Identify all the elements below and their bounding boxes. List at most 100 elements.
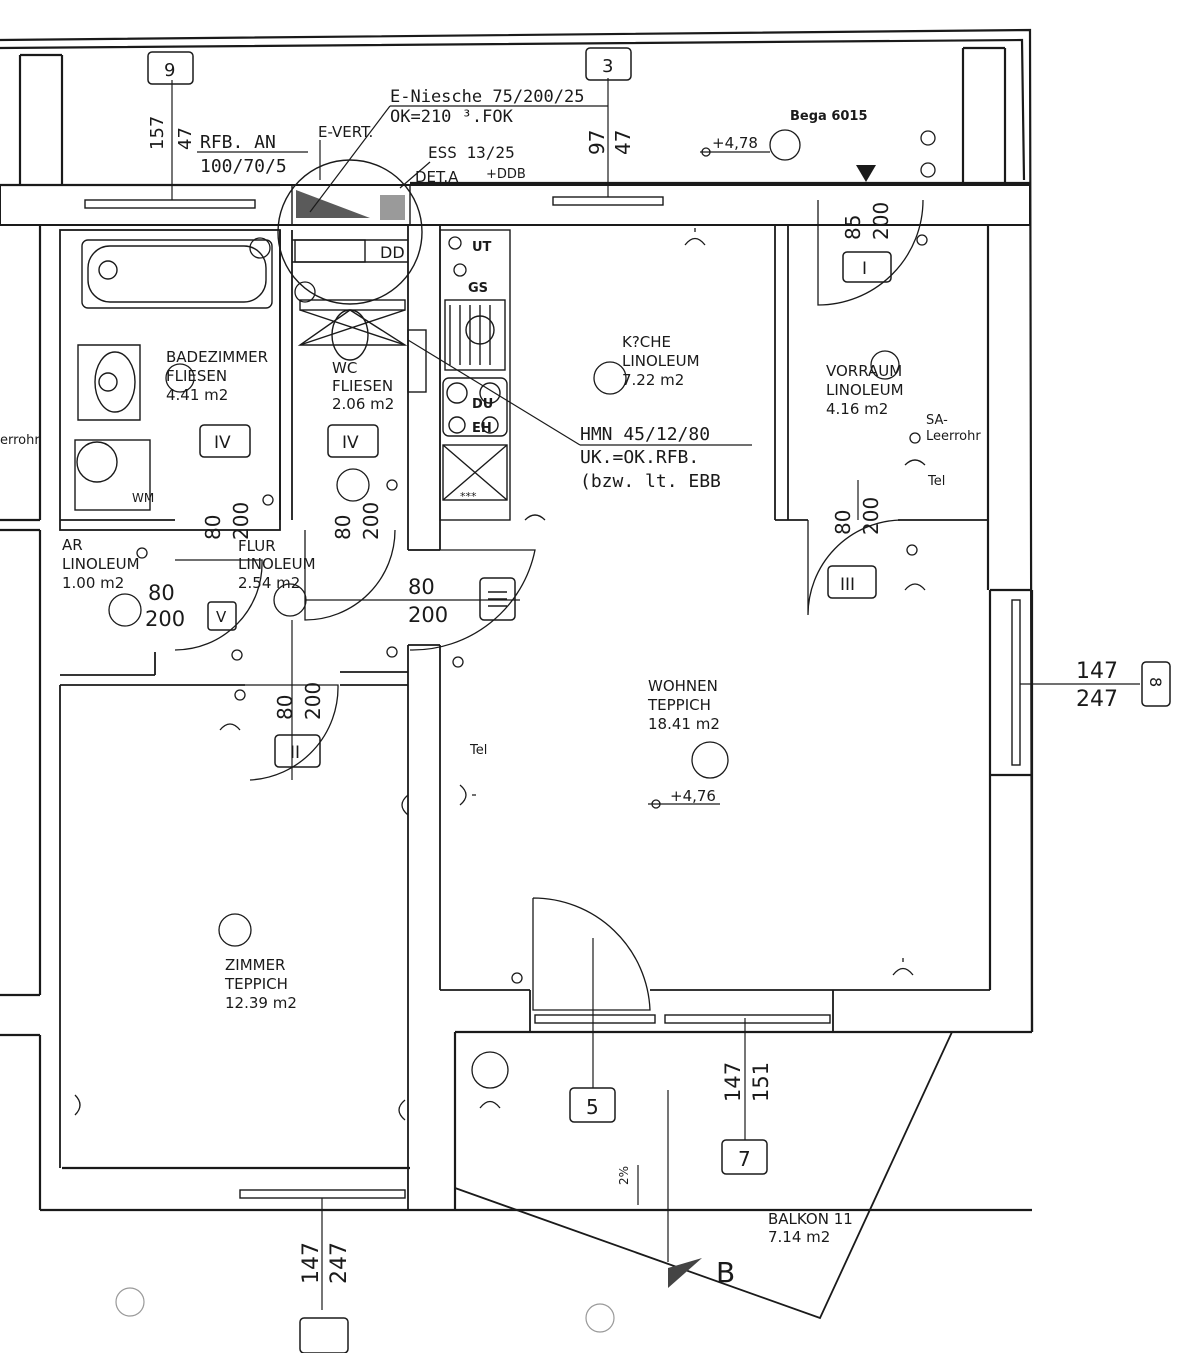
annotations: E-Niesche 75/200/25 OK=210 ³.FOK E-VERT.… [0, 87, 981, 1289]
svg-text:***: *** [460, 490, 477, 503]
svg-text:7.14 m2: 7.14 m2 [768, 1228, 830, 1246]
door-arc-balcony [532, 897, 651, 1011]
kitchen-counter [439, 229, 511, 521]
svg-text:147: 147 [299, 1242, 324, 1284]
door-arc-zimmer [245, 684, 339, 781]
svg-text:47: 47 [611, 130, 635, 155]
wc-cistern [299, 299, 406, 311]
svg-text:E-Niesche 75/200/25: E-Niesche 75/200/25 [390, 87, 584, 107]
room-label-wc: WC FLIESEN 2.06 m2 [332, 359, 394, 413]
svg-text:80: 80 [831, 510, 855, 535]
svg-text:Tel: Tel [927, 474, 945, 489]
section-marker [668, 1258, 702, 1288]
room-label-flur: FLUR LINOLEUM 2.54 m2 [238, 537, 316, 592]
svg-text:Leerrohr: Leerrohr [926, 429, 981, 444]
svg-text:HMN 45/12/80: HMN 45/12/80 [580, 424, 710, 445]
svg-text:OK=210 ³.FOK: OK=210 ³.FOK [390, 107, 514, 127]
svg-text:200: 200 [869, 202, 893, 240]
svg-text:E-VERT.: E-VERT. [318, 123, 373, 141]
door-ar: 80 200 V [145, 581, 227, 631]
svg-text:80: 80 [273, 695, 297, 720]
svg-text:BALKON 11: BALKON 11 [768, 1210, 853, 1228]
door-swings [174, 199, 924, 1011]
svg-text:+DDB: +DDB [486, 167, 526, 182]
svg-text:80: 80 [408, 575, 435, 599]
outer-walls [0, 28, 1034, 1212]
svg-text:+4,78: +4,78 [712, 134, 758, 152]
svg-text:4.16 m2: 4.16 m2 [826, 400, 888, 418]
svg-text:B: B [716, 1256, 735, 1289]
leader-lines [171, 78, 1140, 1310]
interior-walls [59, 225, 990, 1320]
svg-text:V: V [216, 608, 227, 626]
svg-text:2.06 m2: 2.06 m2 [332, 395, 394, 413]
svg-text:IV: IV [342, 433, 359, 453]
door-zimmer: 80 200 II [273, 682, 325, 763]
svg-text:DET.A: DET.A [415, 168, 459, 186]
door-arc-ar [174, 559, 263, 651]
svg-text:(bzw. lt. EBB: (bzw. lt. EBB [580, 471, 721, 492]
svg-text:DU: DU [472, 397, 493, 412]
svg-text:FLIESEN: FLIESEN [166, 367, 227, 385]
fixtures [74, 159, 511, 521]
svg-text:200: 200 [359, 502, 383, 540]
svg-text:FLIESEN: FLIESEN [332, 377, 393, 395]
svg-text:TEPPICH: TEPPICH [647, 696, 711, 714]
svg-text:ZIMMER: ZIMMER [225, 956, 285, 974]
svg-text:3: 3 [602, 56, 613, 77]
door-flur: 80 200 [408, 575, 448, 627]
svg-text:ESS 13/25: ESS 13/25 [428, 143, 515, 162]
svg-text:80: 80 [331, 515, 355, 540]
svg-text:5: 5 [586, 1095, 599, 1119]
svg-text:Bega 6015: Bega 6015 [790, 109, 868, 124]
room-label-vorraum: VORRAUM LINOLEUM 4.16 m2 [826, 362, 904, 418]
svg-text:IV: IV [214, 433, 231, 453]
washing-machine [74, 439, 151, 511]
room-label-ar: AR LINOLEUM 1.00 m2 [62, 536, 140, 592]
svg-text:GS: GS [468, 281, 488, 296]
window-tag-8: 147 247 8 [1076, 659, 1165, 712]
svg-text:151: 151 [749, 1062, 773, 1102]
svg-text:200: 200 [859, 497, 883, 535]
svg-text:LINOLEUM: LINOLEUM [62, 555, 140, 573]
svg-text:LINOLEUM: LINOLEUM [826, 381, 904, 399]
svg-text:157: 157 [147, 116, 168, 150]
svg-text:LINOLEUM: LINOLEUM [238, 555, 316, 573]
svg-text:18.41 m2: 18.41 m2 [648, 715, 720, 733]
svg-text:BADEZIMMER: BADEZIMMER [166, 348, 268, 366]
svg-text:7: 7 [738, 1147, 751, 1171]
door-entrance: 85 200 I [841, 202, 893, 279]
svg-text:WOHNEN: WOHNEN [648, 677, 718, 695]
svg-text:WC: WC [332, 359, 357, 377]
svg-text:FLUR: FLUR [238, 537, 276, 555]
svg-text:LINOLEUM: LINOLEUM [622, 352, 700, 370]
svg-text:VORRAUM: VORRAUM [826, 362, 902, 380]
svg-text:12.39 m2: 12.39 m2 [225, 994, 297, 1012]
svg-text:200: 200 [229, 502, 253, 540]
svg-text:4.41 m2: 4.41 m2 [166, 386, 228, 404]
svg-text:80: 80 [148, 581, 175, 605]
punch-hole [115, 1287, 145, 1317]
svg-text:RFB. AN: RFB. AN [200, 132, 276, 153]
svg-text:SA-: SA- [926, 413, 948, 428]
svg-text:UT: UT [472, 240, 492, 255]
svg-text:80: 80 [201, 515, 225, 540]
svg-text:247: 247 [327, 1242, 352, 1284]
window-tag-3: 3 97 47 [585, 56, 635, 155]
svg-text:1.00 m2: 1.00 m2 [62, 574, 124, 592]
room-label-badezimmer: BADEZIMMER FLIESEN 4.41 m2 [166, 348, 268, 404]
bega-marker [856, 165, 876, 182]
svg-text:200: 200 [145, 607, 185, 631]
svg-text:III: III [840, 575, 855, 595]
door-wc: 80 200 IV [331, 433, 383, 540]
svg-text:errohr: errohr [0, 433, 40, 448]
svg-text:47: 47 [175, 127, 196, 150]
svg-text:7.22 m2: 7.22 m2 [622, 371, 684, 389]
svg-text:9: 9 [164, 60, 175, 81]
room-label-zimmer: ZIMMER TEPPICH 12.39 m2 [224, 956, 297, 1012]
svg-text:247: 247 [1076, 687, 1118, 712]
svg-text:85: 85 [841, 215, 865, 240]
door-vorraum: 80 200 III [831, 497, 883, 595]
